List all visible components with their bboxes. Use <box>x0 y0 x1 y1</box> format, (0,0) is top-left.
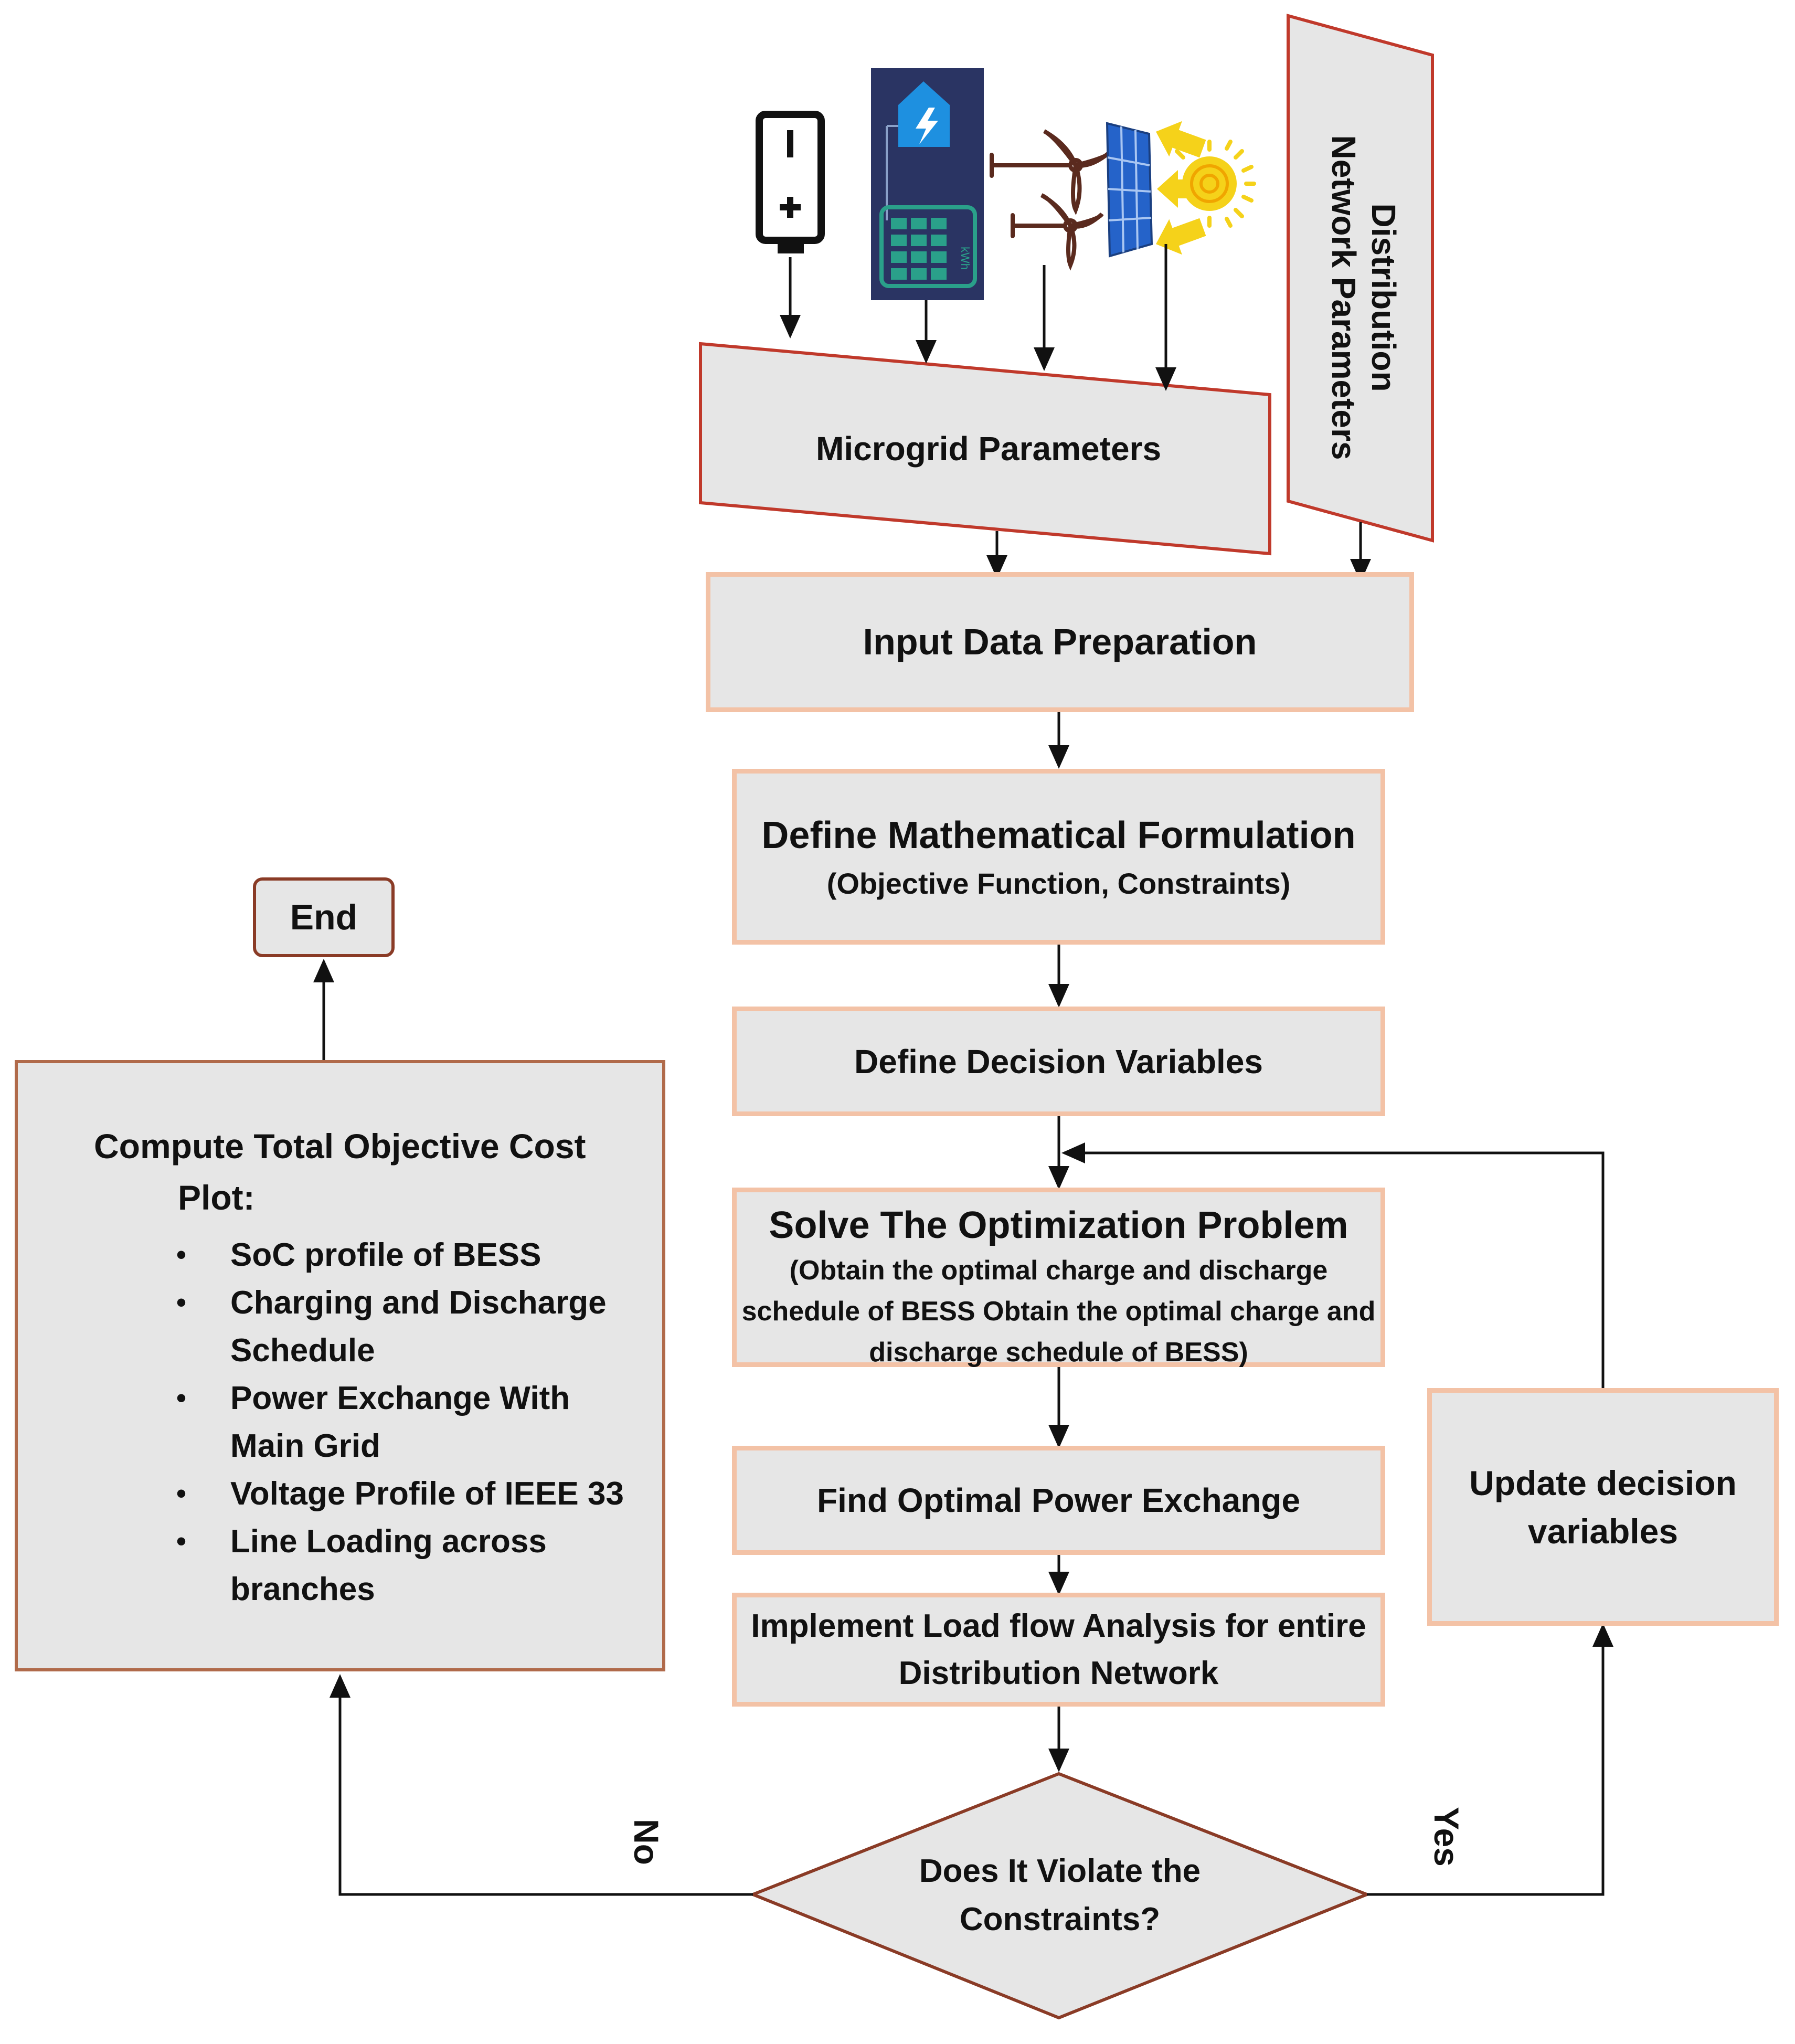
find-power-exchange-label: Find Optimal Power Exchange <box>816 1481 1301 1519</box>
arrow-yes-to-update <box>1367 1623 1613 1896</box>
sun-icon <box>1175 140 1256 228</box>
solve-optimization-title: Solve The Optimization Problem <box>769 1204 1348 1246</box>
plot-item: Charging and Discharge Schedule <box>165 1279 653 1374</box>
define-formulation-subtitle: (Objective Function, Constraints) <box>826 866 1291 900</box>
compute-objective-box: Compute Total Objective Cost Plot: SoC p… <box>15 1060 665 1671</box>
solve-optimization-sub-line3: discharge schedule of BESS) <box>869 1337 1248 1368</box>
update-decision-variables-box: Update decision variables <box>1427 1388 1779 1626</box>
plot-item: Voltage Profile of IEEE 33 <box>165 1470 653 1518</box>
load-flow-analysis-box: Implement Load flow Analysis for entire … <box>732 1593 1385 1707</box>
microgrid-parameters-label: Microgrid Parameters <box>816 430 1162 468</box>
plot-item: Power Exchange With Main Grid <box>165 1374 653 1470</box>
end-terminal: End <box>253 877 395 957</box>
load-flow-line1: Implement Load flow Analysis for entire <box>751 1607 1366 1644</box>
decision-diamond <box>748 1772 1372 2020</box>
plot-label: Plot: <box>178 1178 255 1217</box>
wind-turbine-icon <box>990 129 1112 271</box>
distribution-network-parameters-label: Distribution Network Parameters <box>1320 88 1404 507</box>
find-power-exchange-box: Find Optimal Power Exchange <box>732 1446 1385 1555</box>
update-decision-line2: variables <box>1527 1511 1679 1551</box>
svg-text:kWh: kWh <box>959 247 972 270</box>
arrow-no-to-objective <box>330 1674 753 1896</box>
solve-optimization-sub-line2: schedule of BESS Obtain the optimal char… <box>741 1296 1376 1327</box>
define-decision-variables-label: Define Decision Variables <box>854 1042 1263 1081</box>
load-flow-line2: Distribution Network <box>898 1655 1219 1691</box>
smart-meter-icon: kWh <box>871 68 984 300</box>
plot-items-list: SoC profile of BESS Charging and Dischar… <box>165 1231 653 1613</box>
decision-question: Does It Violate the Constraints? <box>850 1847 1270 1944</box>
distribution-label-line1: Distribution <box>1365 203 1403 392</box>
define-formulation-box: Define Mathematical Formulation (Objecti… <box>732 769 1385 945</box>
plot-item: Line Loading across branches <box>165 1518 653 1613</box>
distribution-network-parameters-shape <box>1287 14 1434 543</box>
decision-question-line1: Does It Violate the <box>919 1853 1201 1889</box>
update-decision-line1: Update decision <box>1469 1463 1737 1502</box>
solve-optimization-sub-line1: (Obtain the optimal charge and discharge <box>789 1255 1328 1286</box>
plot-item: SoC profile of BESS <box>165 1231 653 1279</box>
decision-question-line2: Constraints? <box>959 1901 1161 1937</box>
input-data-preparation-box: Input Data Preparation <box>706 572 1414 712</box>
no-label: No <box>627 1819 666 1865</box>
define-decision-variables-box: Define Decision Variables <box>732 1007 1385 1116</box>
end-label: End <box>290 897 358 937</box>
battery-icon <box>756 111 825 253</box>
input-data-preparation-label: Input Data Preparation <box>863 621 1257 662</box>
define-formulation-title: Define Mathematical Formulation <box>761 814 1356 856</box>
solve-optimization-box: Solve The Optimization Problem (Obtain t… <box>732 1188 1385 1368</box>
compute-objective-title: Compute Total Objective Cost <box>94 1127 586 1166</box>
microgrid-parameters-shape <box>699 342 1271 556</box>
distribution-label-line2: Network Parameters <box>1325 135 1363 460</box>
yes-label: Yes <box>1427 1807 1466 1867</box>
arrow-update-to-solve <box>1061 1142 1605 1388</box>
